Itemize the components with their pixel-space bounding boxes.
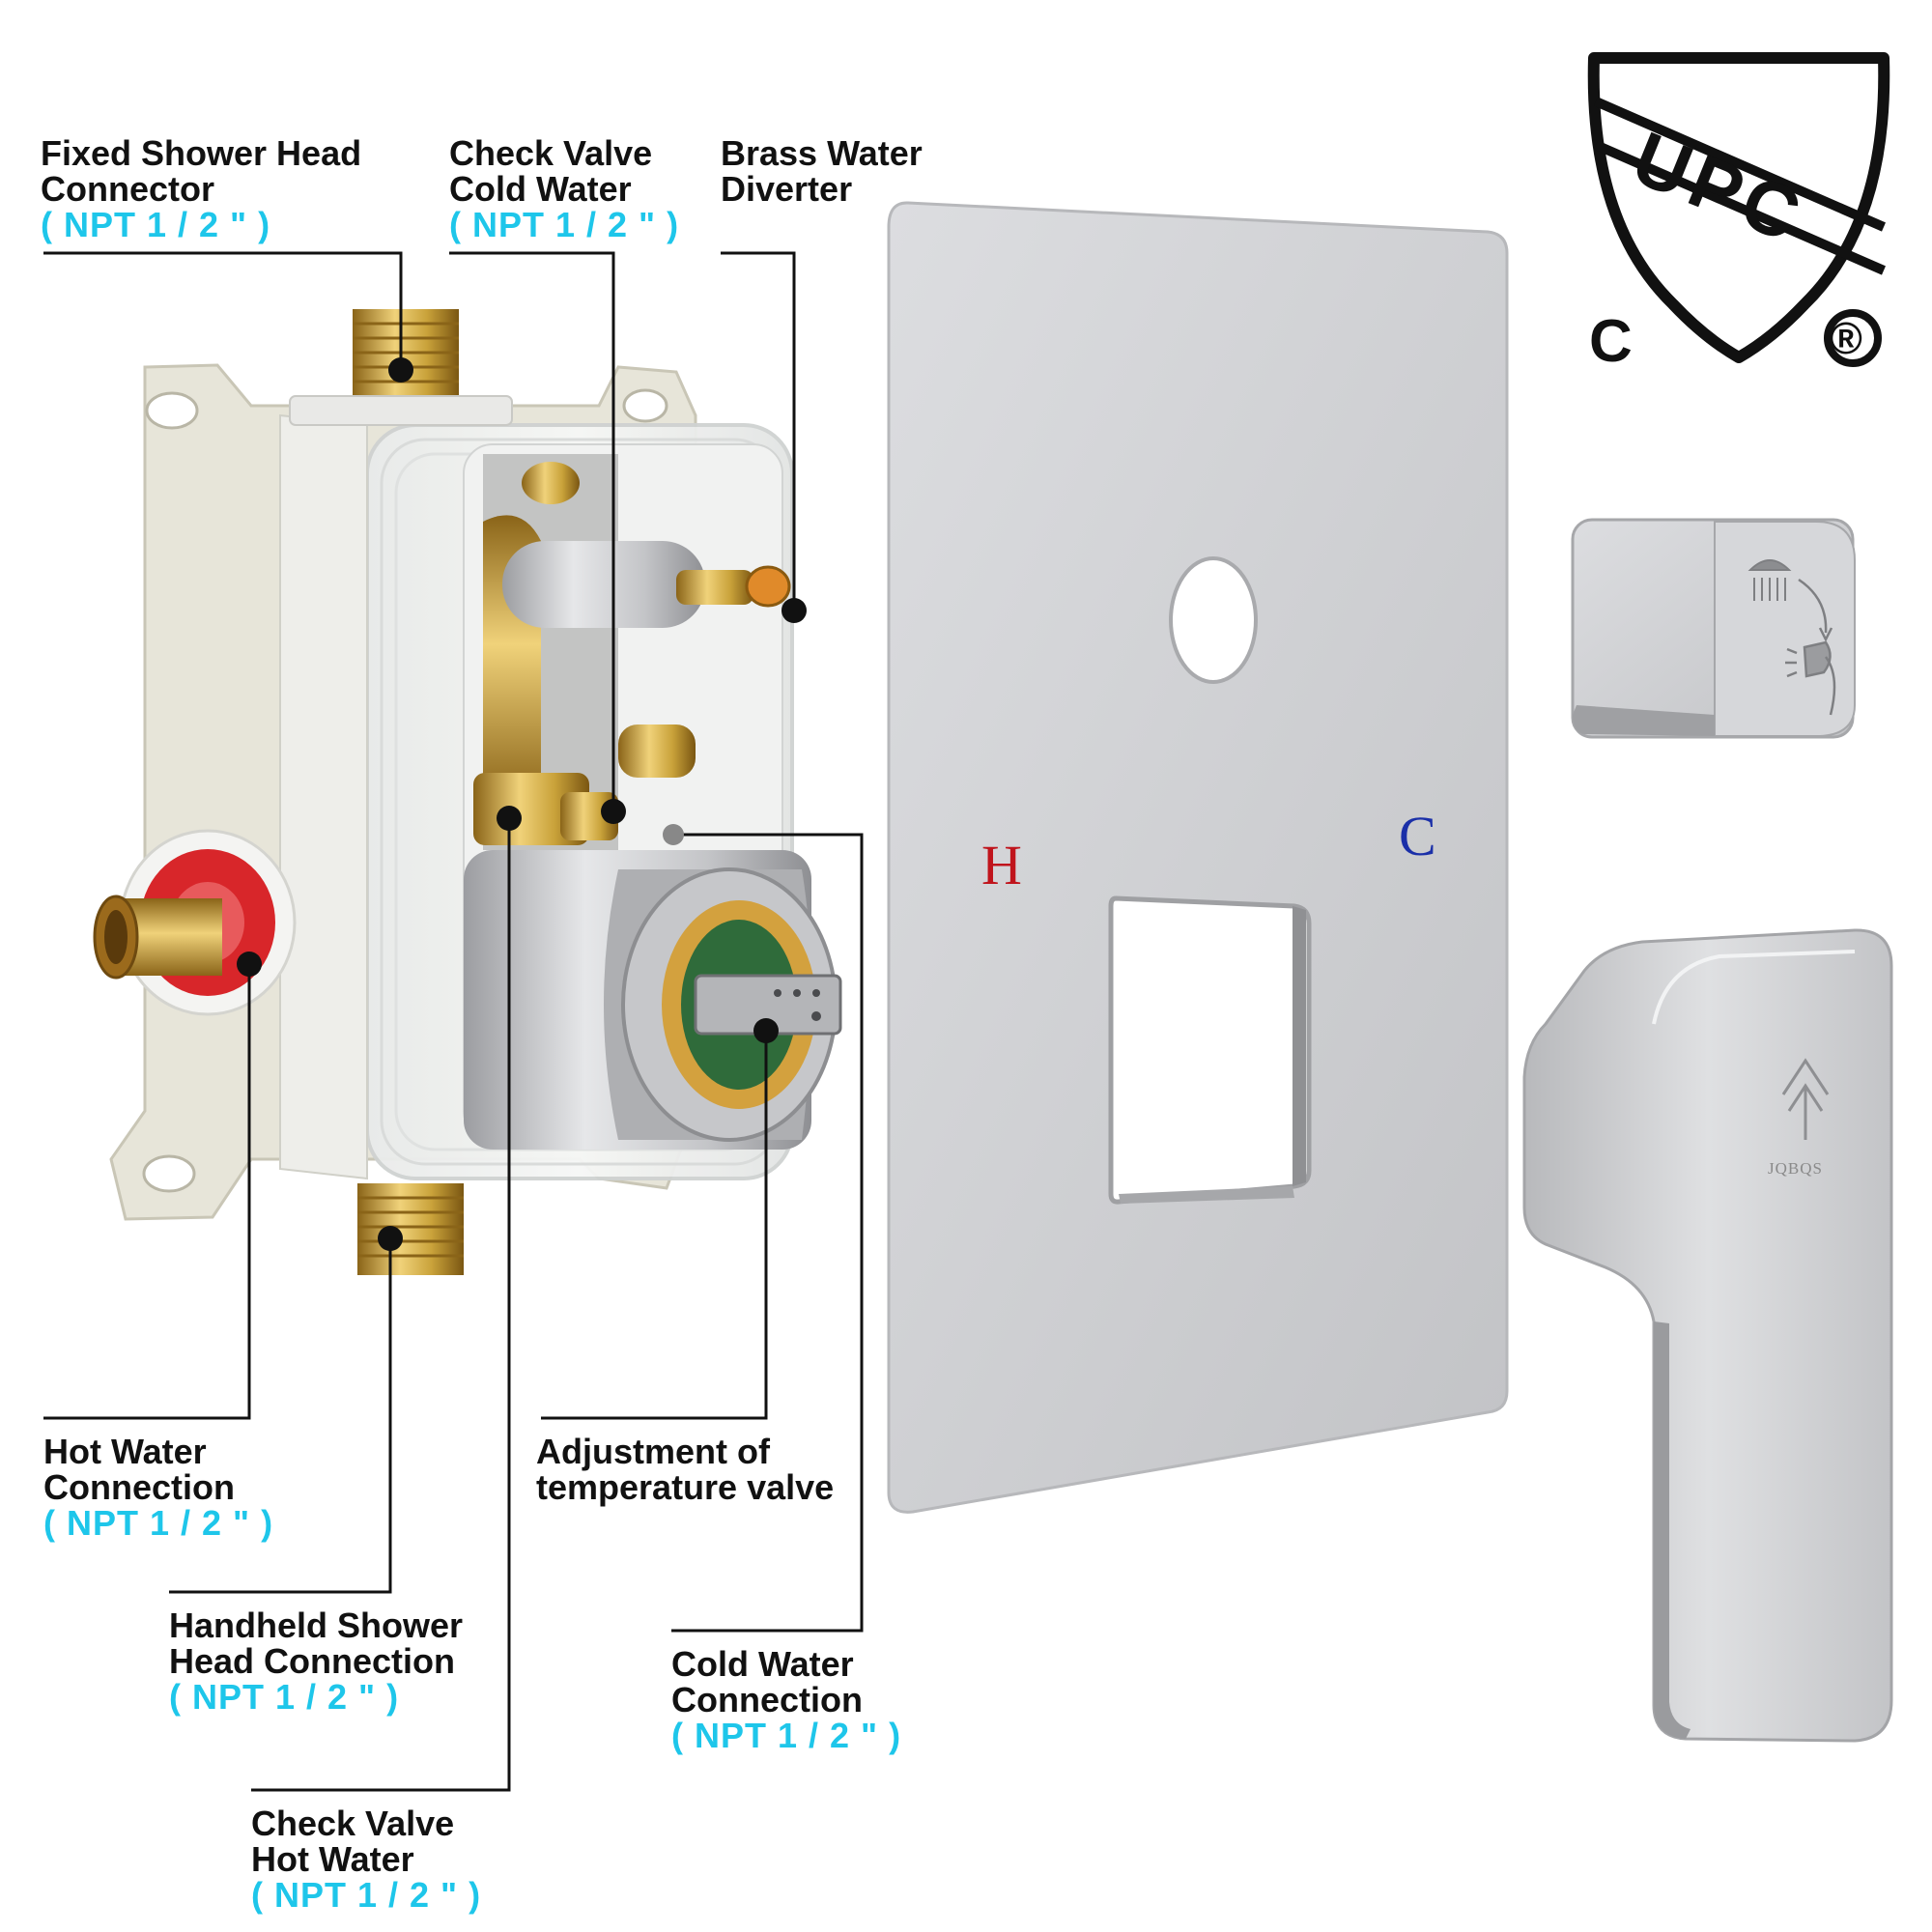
leader-dots: [237, 357, 807, 1251]
label-check-valve-cold-line2: Cold Water: [449, 169, 632, 209]
temperature-valve-block: [464, 850, 842, 1150]
top-brass-fitting: [289, 309, 513, 426]
cert-left-letter: C: [1589, 308, 1633, 375]
label-handheld: Handheld Shower Head Connection ( NPT 1 …: [169, 1607, 463, 1715]
label-handheld-line1: Handheld Shower: [169, 1605, 464, 1645]
label-cold-water-spec: ( NPT 1 / 2 " ): [671, 1716, 902, 1755]
label-hot-water-line1: Hot Water: [43, 1432, 207, 1471]
hot-indicator-letter: H: [981, 834, 1022, 896]
label-adjust-temp-line2: temperature valve: [536, 1467, 835, 1507]
label-handheld-spec: ( NPT 1 / 2 " ): [169, 1677, 400, 1717]
label-cold-water-line1: Cold Water: [671, 1644, 854, 1684]
leader-fixed-shower-head: [43, 251, 403, 370]
cold-indicator-letter: C: [1399, 805, 1436, 867]
leader-check-valve-hot: [251, 818, 511, 1792]
leader-handheld: [169, 1238, 392, 1594]
label-fixed-shower-head-line2: Connector: [41, 169, 214, 209]
label-check-valve-hot-line1: Check Valve: [251, 1804, 455, 1843]
label-hot-water: Hot Water Connection ( NPT 1 / 2 " ): [43, 1434, 273, 1541]
trim-plate: [887, 201, 1509, 1514]
label-check-valve-cold: Check Valve Cold Water ( NPT 1 / 2 " ): [449, 135, 679, 242]
label-adjust-temp: Adjustment of temperature valve: [536, 1434, 834, 1505]
leader-brass-diverter: [721, 251, 796, 611]
leader-cold-water: [671, 833, 864, 1633]
cupc-certification-icon: [1587, 52, 1890, 367]
label-check-valve-hot-line2: Hot Water: [251, 1839, 414, 1879]
label-fixed-shower-head: Fixed Shower Head Connector ( NPT 1 / 2 …: [41, 135, 361, 242]
label-check-valve-hot-spec: ( NPT 1 / 2 " ): [251, 1875, 482, 1915]
label-check-valve-cold-line1: Check Valve: [449, 133, 653, 173]
bottom-brass-fitting: [357, 1183, 464, 1275]
label-brass-diverter: Brass Water Diverter: [721, 135, 923, 207]
arrow-icon: [1798, 578, 1828, 634]
lever-handle: [1522, 928, 1893, 1743]
shower-head-icon: [1747, 559, 1792, 601]
diverter-knob: [1571, 518, 1856, 739]
label-adjust-temp-line1: Adjustment of: [536, 1432, 770, 1471]
brand-logo-icon: [1781, 1058, 1830, 1140]
label-hot-water-spec: ( NPT 1 / 2 " ): [43, 1503, 274, 1543]
cert-registered: ®: [1830, 313, 1862, 363]
label-brass-diverter-line2: Diverter: [721, 169, 853, 209]
label-cold-water-line2: Connection: [671, 1680, 863, 1719]
label-fixed-shower-head-line1: Fixed Shower Head: [41, 133, 362, 173]
label-check-valve-hot: Check Valve Hot Water ( NPT 1 / 2 " ): [251, 1805, 481, 1913]
hot-inlet: [93, 829, 297, 1016]
diverter-assembly: [473, 462, 791, 845]
handheld-shower-icon: [1785, 640, 1836, 716]
label-check-valve-cold-spec: ( NPT 1 / 2 " ): [449, 205, 680, 244]
handle-brand: JQBQS: [1768, 1159, 1823, 1178]
label-brass-diverter-line1: Brass Water: [721, 133, 923, 173]
leader-check-valve-cold: [449, 251, 615, 811]
label-handheld-line2: Head Connection: [169, 1641, 456, 1681]
label-fixed-shower-head-spec: ( NPT 1 / 2 " ): [41, 205, 271, 244]
leader-lines: [43, 251, 864, 1792]
label-hot-water-line2: Connection: [43, 1467, 235, 1507]
label-cold-water: Cold Water Connection ( NPT 1 / 2 " ): [671, 1646, 901, 1753]
leader-hot-water: [43, 964, 251, 1420]
leader-adjust-temp: [541, 1031, 768, 1420]
